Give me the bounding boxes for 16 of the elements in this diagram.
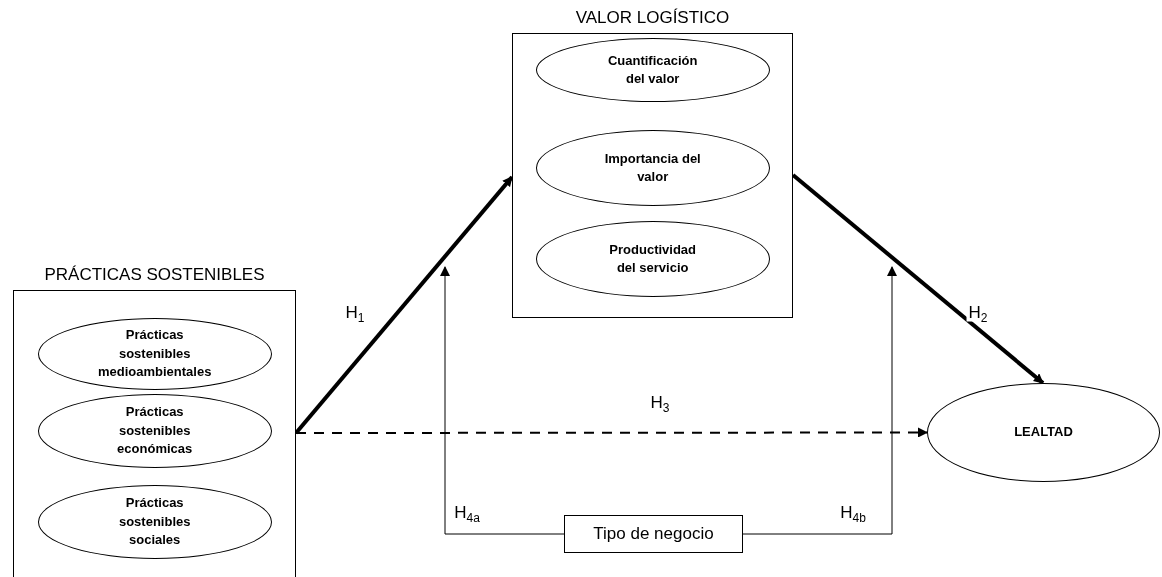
construct-label: Prácticas sostenibles económicas [116,403,194,458]
construct-title: VALOR LOGÍSTICO [574,8,731,28]
construct-label: Prácticas sostenibles sociales [117,494,192,549]
arrow [295,427,928,438]
construct-label: LEALTAD [1014,423,1073,442]
construct-title: PRÁCTICAS SOSTENIBLES [43,265,266,285]
construct-label: Cuantificación del valor [606,51,699,88]
arrow [440,266,565,535]
construct-label: Productividad del servicio [608,240,698,277]
arrow [791,173,1045,385]
moderator-label: Tipo de negocio [593,524,714,544]
construct-label: Importancia del valor [603,149,702,186]
moderator-box [564,515,743,553]
arrow [742,266,897,535]
arrow [294,175,514,435]
construct-label: Prácticas sostenibles medioambientales [96,326,213,381]
